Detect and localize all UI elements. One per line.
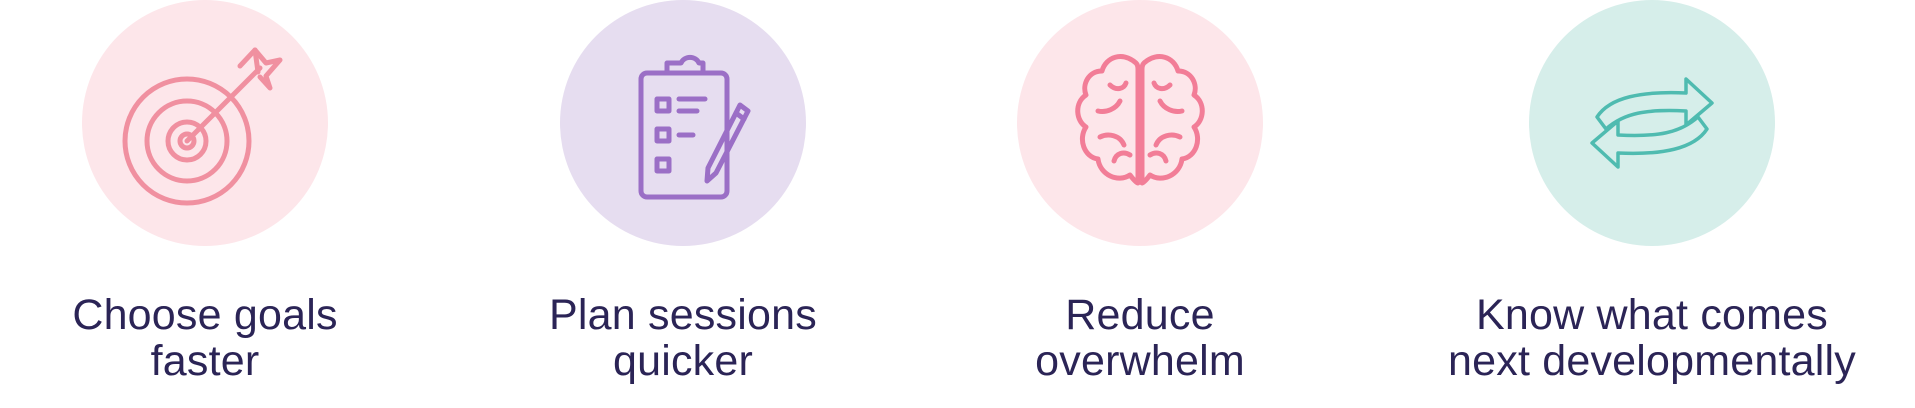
feature-choose-goals: Choose goals faster (0, 0, 445, 408)
caption-line-1: Choose goals (72, 291, 338, 339)
feature-know-what-comes-next: Know what comes next developmentally (1412, 0, 1892, 408)
feature-reduce-overwhelm: Reduce overwhelm (900, 0, 1380, 408)
brain-icon (1075, 54, 1205, 186)
icon-circle (1529, 0, 1775, 246)
caption-line-2: next developmentally (1448, 337, 1856, 385)
caption-line-1: Reduce (1065, 291, 1215, 339)
caption-line-2: faster (150, 337, 260, 385)
feature-plan-sessions: Plan sessions quicker (443, 0, 923, 408)
caption-line-1: Plan sessions (549, 291, 817, 339)
feature-caption: Reduce overwhelm (900, 292, 1380, 384)
icon-circle (560, 0, 806, 246)
caption-line-2: quicker (612, 337, 754, 385)
icon-circle (82, 0, 328, 246)
feature-caption: Choose goals faster (0, 292, 445, 384)
cycle-arrows-icon (1590, 77, 1714, 169)
feature-caption: Plan sessions quicker (443, 292, 923, 384)
caption-line-1: Know what comes (1476, 291, 1828, 339)
icon-circle (1017, 0, 1263, 246)
target-arrow-icon (122, 47, 283, 206)
clipboard-checklist-icon (638, 54, 751, 200)
feature-caption: Know what comes next developmentally (1412, 292, 1892, 384)
caption-line-2: overwhelm (1035, 337, 1245, 385)
